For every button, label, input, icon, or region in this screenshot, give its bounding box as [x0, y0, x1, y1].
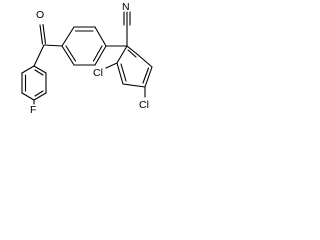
carbonyl-group [33, 23, 63, 67]
fluorophenyl-ring [21, 65, 47, 101]
double-bond [34, 69, 44, 76]
double-bond [127, 49, 137, 58]
carbonyl-double-bond [39, 24, 44, 45]
structure-canvas: O N F Cl Cl [0, 0, 170, 117]
bond [61, 45, 75, 66]
bond [33, 44, 45, 67]
bond [144, 66, 153, 88]
carbonyl-double-bond [42, 23, 47, 45]
bond [33, 92, 47, 101]
bond [94, 26, 107, 47]
bond [21, 92, 35, 101]
double-bond [142, 67, 150, 84]
dichlorophenyl-ring [116, 45, 153, 88]
bond [136, 53, 153, 68]
bond [61, 26, 75, 47]
bond [116, 45, 128, 64]
double-bond [92, 45, 103, 62]
fluorine-label: F [30, 104, 36, 116]
nitrogen-label: N [122, 1, 130, 13]
bond [122, 83, 146, 88]
double-bond [120, 63, 127, 82]
bond [116, 62, 124, 85]
bond [33, 65, 47, 74]
oxygen-label: O [36, 9, 44, 21]
double-bond [65, 45, 77, 62]
nitrile-group [105, 11, 131, 47]
chlorine-ortho-label: Cl [93, 67, 103, 79]
bond [43, 44, 63, 47]
chloro-bond [105, 62, 118, 69]
chemical-structure-diagram: O N F Cl Cl [21, 1, 153, 116]
bond [21, 65, 35, 74]
bond [94, 45, 107, 66]
bond [126, 45, 138, 55]
double-bond [34, 90, 44, 97]
chlorine-para-label: Cl [139, 99, 149, 111]
phenylene-ring [61, 26, 107, 66]
